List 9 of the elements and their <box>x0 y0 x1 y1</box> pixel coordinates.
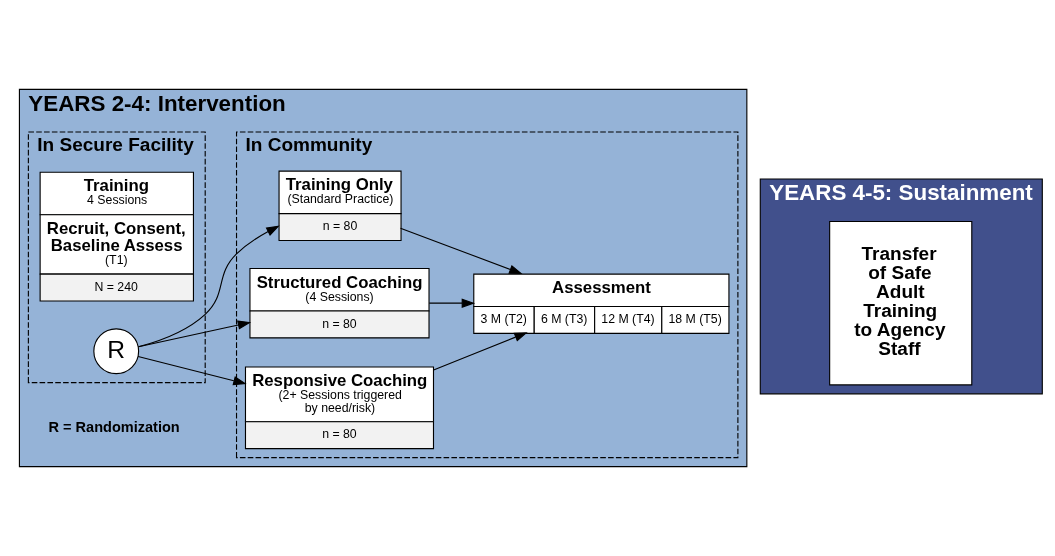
arrow <box>433 332 528 371</box>
arrow <box>428 298 476 308</box>
node-circle: R <box>93 328 140 375</box>
arrow <box>399 227 523 275</box>
node-box: Transfer of Safe Adult Training to Agency Staff <box>829 220 973 386</box>
arrow <box>137 356 247 386</box>
arrow <box>138 320 252 348</box>
arrow <box>137 225 280 348</box>
label: R = Randomization <box>48 419 180 436</box>
